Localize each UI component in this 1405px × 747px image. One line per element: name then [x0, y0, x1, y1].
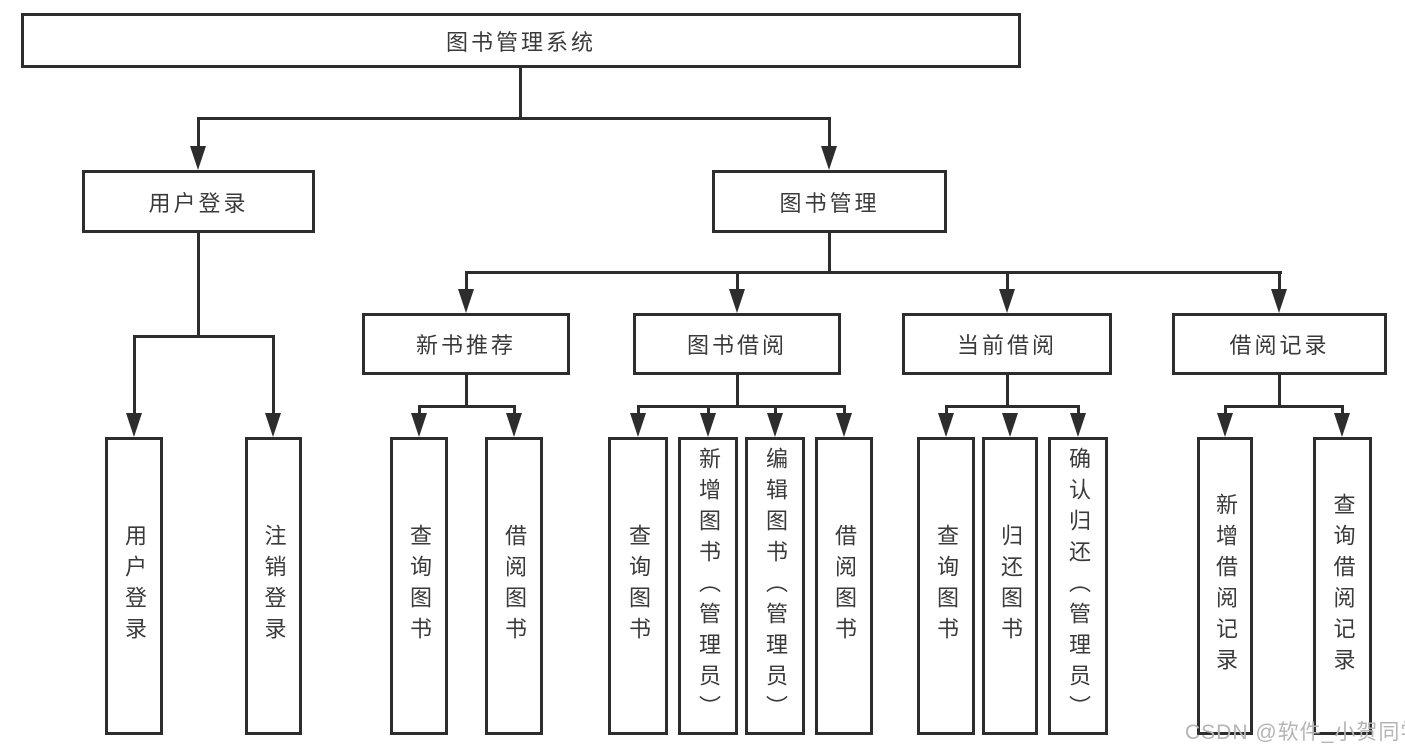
node-borrowing-records-label: 借阅记录	[1229, 333, 1330, 358]
leaf-logout: 注销登录	[245, 437, 302, 735]
arrowhead-to-leaf-bb-query	[630, 413, 646, 437]
node-new-book-recommend: 新书推荐	[362, 313, 570, 375]
node-root-library-system: 图书管理系统	[21, 13, 1021, 68]
arrowhead-to-book-borrowing	[729, 289, 745, 313]
leaf-nb-borrow-books-label: 借阅图书	[502, 524, 527, 648]
leaf-bb-borrow-books: 借阅图书	[815, 437, 873, 735]
leaf-user-login: 用户登录	[105, 437, 163, 735]
leaf-cb-return-books-label: 归还图书	[998, 524, 1023, 648]
connector-br-crossbar	[1224, 405, 1344, 408]
arrowhead-to-borrowing-records	[1271, 289, 1287, 313]
node-user-login-branch: 用户登录	[82, 170, 315, 233]
connector-book-mgmt-drop-2	[736, 271, 739, 291]
arrowhead-to-leaf-cb-return	[1002, 413, 1018, 437]
connector-br-drop-1	[1224, 405, 1227, 417]
node-new-book-recommend-label: 新书推荐	[415, 333, 516, 358]
leaf-bb-add-books-admin-label: 新增图书（管理员）	[696, 446, 721, 726]
leaf-bb-query-books-label: 查询图书	[626, 524, 651, 648]
node-book-management-branch: 图书管理	[712, 170, 947, 233]
arrowhead-to-leaf-user-login	[126, 413, 142, 437]
connector-user-login-drop-1	[133, 335, 136, 415]
arrowhead-to-leaf-bb-borrow	[836, 413, 852, 437]
connector-user-login-crossbar	[133, 335, 275, 338]
leaf-br-query-record: 查询借阅记录	[1313, 437, 1372, 735]
arrowhead-to-leaf-bb-edit	[767, 413, 783, 437]
node-borrowing-records: 借阅记录	[1172, 313, 1387, 375]
node-book-borrowing-label: 图书借阅	[686, 333, 787, 358]
connector-book-mgmt-stem	[828, 233, 831, 274]
connector-bb-drop-3	[774, 405, 777, 417]
connector-bb-stem	[736, 375, 739, 408]
node-user-login-label: 用户登录	[148, 190, 249, 216]
arrowhead-to-new-book-recommend	[458, 289, 474, 313]
node-book-management-label: 图书管理	[779, 190, 880, 216]
node-current-borrowing-label: 当前借阅	[956, 333, 1057, 358]
connector-root-drop-left	[197, 117, 200, 149]
leaf-logout-label: 注销登录	[261, 524, 287, 648]
leaf-br-add-record: 新增借阅记录	[1197, 437, 1253, 735]
connector-bb-drop-2	[707, 405, 710, 417]
arrowhead-to-leaf-nb-query	[411, 413, 427, 437]
csdn-watermark: CSDN @软件_小贺同学	[1185, 721, 1405, 744]
connector-bb-drop-4	[843, 405, 846, 417]
connector-book-mgmt-crossbar	[465, 271, 1282, 274]
connector-br-stem	[1278, 375, 1281, 408]
leaf-bb-edit-books-admin: 编辑图书（管理员）	[745, 437, 805, 735]
connector-user-login-drop-2	[272, 335, 275, 415]
connector-user-login-stem	[197, 233, 200, 337]
leaf-bb-edit-books-admin-label: 编辑图书（管理员）	[763, 446, 788, 726]
leaf-br-query-record-label: 查询借阅记录	[1330, 493, 1356, 679]
connector-book-mgmt-drop-4	[1278, 271, 1281, 291]
node-book-borrowing: 图书借阅	[633, 313, 841, 375]
connector-cb-drop-3	[1077, 405, 1080, 417]
leaf-nb-query-books-label: 查询图书	[407, 524, 432, 648]
connector-nb-stem	[465, 375, 468, 408]
node-current-borrowing: 当前借阅	[902, 313, 1112, 375]
leaf-bb-borrow-books-label: 借阅图书	[832, 524, 857, 648]
leaf-user-login-label: 用户登录	[122, 524, 147, 648]
connector-cb-drop-1	[945, 405, 948, 417]
leaf-cb-confirm-return-admin-label: 确认归还（管理员）	[1066, 446, 1091, 726]
connector-root-crossbar	[197, 117, 831, 120]
leaf-cb-return-books: 归还图书	[982, 437, 1038, 735]
leaf-br-add-record-label: 新增借阅记录	[1213, 493, 1238, 679]
arrowhead-to-leaf-logout	[265, 413, 281, 437]
node-root-label: 图书管理系统	[445, 29, 596, 55]
connector-root-stem	[519, 68, 522, 118]
leaf-bb-query-books: 查询图书	[608, 437, 668, 735]
connector-cb-crossbar	[945, 405, 1079, 408]
arrowhead-to-leaf-nb-borrow	[506, 413, 522, 437]
connector-nb-drop-1	[418, 405, 421, 417]
arrowhead-to-leaf-bb-add	[700, 413, 716, 437]
connector-book-mgmt-drop-3	[1006, 271, 1009, 291]
arrowhead-to-leaf-cb-confirm	[1070, 413, 1086, 437]
leaf-cb-query-books-label: 查询图书	[934, 524, 959, 648]
leaf-cb-confirm-return-admin: 确认归还（管理员）	[1048, 437, 1108, 735]
connector-bb-crossbar	[637, 405, 846, 408]
leaf-nb-borrow-books: 借阅图书	[485, 437, 543, 735]
arrowhead-to-book-management	[821, 146, 837, 170]
arrowhead-to-leaf-cb-query	[938, 413, 954, 437]
arrowhead-to-leaf-br-query	[1334, 413, 1350, 437]
connector-bb-drop-1	[637, 405, 640, 417]
connector-nb-drop-2	[513, 405, 516, 417]
arrowhead-to-user-login	[190, 146, 206, 170]
leaf-bb-add-books-admin: 新增图书（管理员）	[678, 437, 738, 735]
connector-root-drop-right	[828, 117, 831, 149]
leaf-cb-query-books: 查询图书	[917, 437, 975, 735]
connector-nb-crossbar	[418, 405, 516, 408]
connector-br-drop-2	[1341, 405, 1344, 417]
arrowhead-to-current-borrowing	[999, 289, 1015, 313]
arrowhead-to-leaf-br-add	[1217, 413, 1233, 437]
connector-cb-stem	[1006, 375, 1009, 408]
connector-book-mgmt-drop-1	[465, 271, 468, 291]
leaf-nb-query-books: 查询图书	[390, 437, 448, 735]
